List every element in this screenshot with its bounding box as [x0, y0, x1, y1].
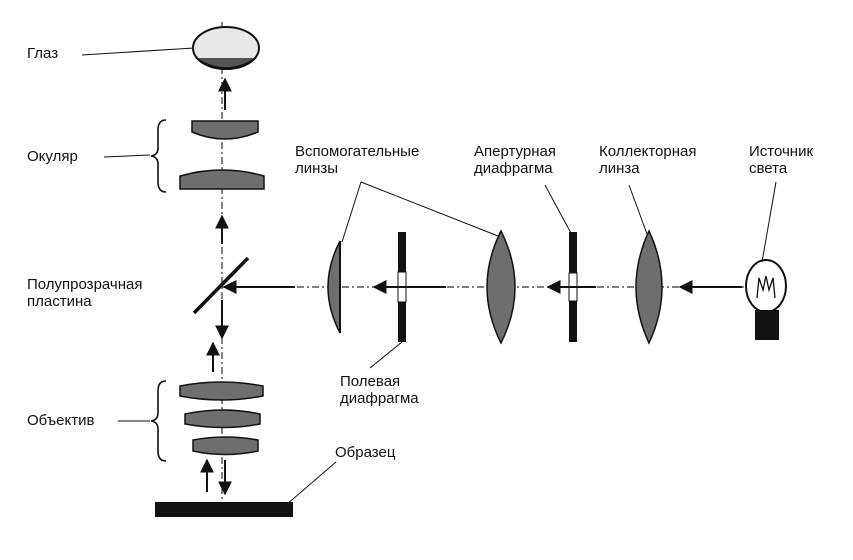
leader-collector — [628, 184, 648, 235]
collector-lens — [635, 229, 663, 345]
leader-light-source — [761, 181, 777, 263]
leader-eye — [81, 47, 195, 56]
leader-field-diaphragm — [369, 341, 403, 369]
eyepiece-lens-bottom — [179, 169, 265, 190]
leader-specimen — [285, 461, 337, 506]
label-beam-splitter: Полупрозрачная пластина — [27, 276, 143, 310]
label-field-diaphragm: Полевая диафрагма — [340, 373, 419, 407]
eye-shape — [192, 26, 260, 70]
objective-lens-3 — [192, 436, 259, 456]
leader-auxiliary-left — [341, 181, 362, 243]
eyepiece-lens-top — [191, 120, 259, 140]
label-objective: Объектив — [27, 412, 95, 429]
objective-lens-1 — [179, 381, 264, 401]
label-eye: Глаз — [27, 45, 59, 62]
label-light-source: Источник света — [749, 143, 814, 177]
label-eyepiece: Окуляр — [27, 148, 78, 165]
objective-lens-2 — [184, 409, 261, 429]
label-aperture-diaphragm: Апертурная диафрагма — [474, 143, 556, 177]
objective-brace — [150, 380, 167, 462]
biconvex-lens-middle — [486, 229, 516, 345]
light-bulb — [745, 259, 787, 340]
label-specimen: Образец — [335, 444, 396, 461]
auxiliary-lens — [327, 240, 341, 334]
leader-auxiliary-right — [360, 181, 499, 237]
specimen-slab — [155, 502, 293, 517]
leader-aperture — [544, 184, 573, 236]
beam-splitter-plate — [192, 256, 250, 315]
eyepiece-brace — [150, 119, 167, 193]
label-collector-lens: Коллекторная линза — [599, 143, 697, 177]
label-auxiliary-lenses: Вспомогательные линзы — [295, 143, 420, 177]
leader-eyepiece — [103, 154, 151, 158]
